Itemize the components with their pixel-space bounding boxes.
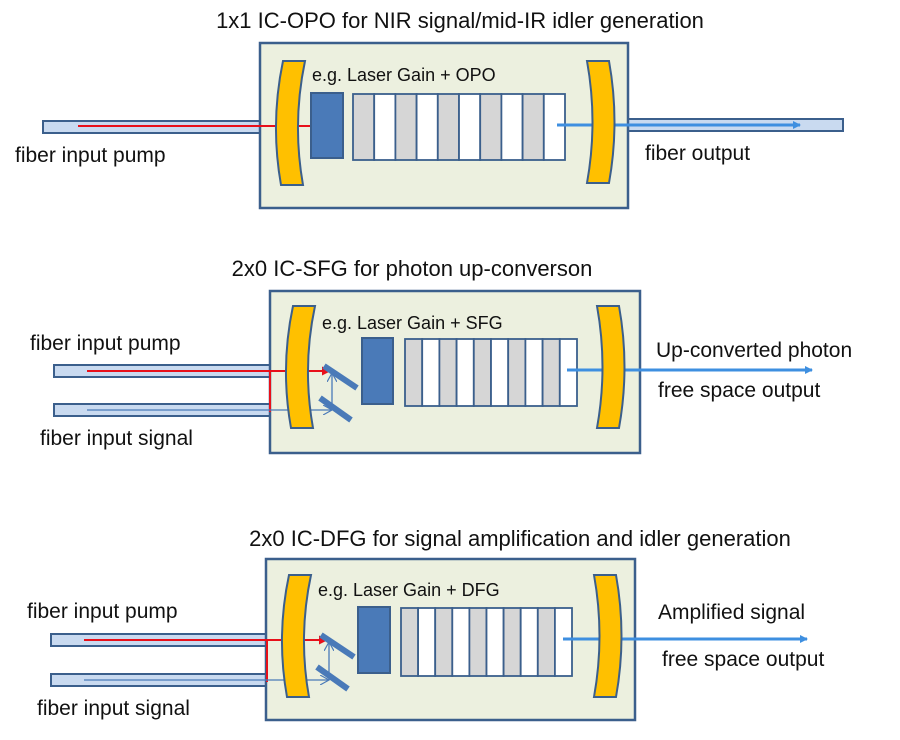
- crystal-domain: [404, 338, 424, 407]
- crystal-domain: [455, 338, 475, 407]
- panel-title: 2x0 IC-SFG for photon up-converson: [232, 256, 593, 281]
- crystal-domain: [472, 338, 492, 407]
- output-label-primary: Amplified signal: [658, 601, 805, 624]
- crystal-domain: [451, 607, 471, 677]
- input-mirror: [284, 305, 317, 429]
- crystal-domain: [400, 607, 420, 677]
- inner-label: e.g. Laser Gain + OPO: [312, 65, 496, 85]
- crystal-domain: [521, 93, 545, 161]
- output-mirror: [585, 60, 616, 184]
- crystal-domain: [485, 607, 505, 677]
- input-label-pump: fiber input pump: [27, 600, 178, 623]
- crystal-domain: [458, 93, 482, 161]
- panel-title: 1x1 IC-OPO for NIR signal/mid-IR idler g…: [216, 8, 704, 33]
- nonlinear-crystal: [400, 607, 573, 677]
- input-label-signal: fiber input signal: [37, 697, 190, 720]
- crystal-domain: [438, 338, 458, 407]
- panel-ic-opo: 1x1 IC-OPO for NIR signal/mid-IR idler g…: [15, 8, 844, 210]
- input-label: fiber input pump: [15, 144, 166, 167]
- crystal-domain: [519, 607, 539, 677]
- panel-ic-sfg: 2x0 IC-SFG for photon up-converson e.g. …: [30, 256, 852, 455]
- crystal-domain: [536, 607, 556, 677]
- crystal-domain: [479, 93, 503, 161]
- dichroic-mirror-lower: [315, 664, 350, 692]
- gain-medium: [361, 337, 394, 405]
- crystal-domain: [436, 93, 460, 161]
- input-mirror: [274, 60, 307, 186]
- inner-label: e.g. Laser Gain + DFG: [318, 580, 500, 600]
- dichroic-mirror-upper: [319, 632, 356, 660]
- input-label-signal: fiber input signal: [40, 427, 193, 450]
- output-label-secondary: free space output: [662, 648, 824, 671]
- gain-medium: [357, 606, 391, 674]
- crystal-domain: [490, 338, 510, 407]
- panel-ic-dfg: 2x0 IC-DFG for signal amplification and …: [27, 526, 824, 722]
- crystal-domain: [434, 607, 454, 677]
- nonlinear-crystal: [352, 93, 566, 161]
- output-mirror: [592, 574, 623, 698]
- input-mirror: [281, 574, 313, 698]
- crystal-domain: [373, 93, 397, 161]
- inner-label: e.g. Laser Gain + SFG: [322, 313, 503, 333]
- crystal-domain: [421, 338, 441, 407]
- crystal-domain: [415, 93, 439, 161]
- crystal-domain: [541, 338, 561, 407]
- input-label-pump: fiber input pump: [30, 332, 181, 355]
- crystal-domain: [468, 607, 488, 677]
- output-label-secondary: free space output: [658, 379, 820, 402]
- dichroic-mirror-upper: [322, 363, 359, 391]
- gain-medium: [310, 92, 344, 159]
- crystal-domain: [502, 607, 522, 677]
- crystal-domain: [558, 338, 578, 407]
- crystal-domain: [352, 93, 376, 161]
- panel-title: 2x0 IC-DFG for signal amplification and …: [249, 526, 791, 551]
- crystal-domain: [394, 93, 418, 161]
- output-label-primary: Up-converted photon: [656, 339, 852, 362]
- crystal-domain: [417, 607, 437, 677]
- nonlinear-crystal: [404, 338, 578, 407]
- crystal-domain: [542, 93, 566, 161]
- dichroic-mirror-lower: [318, 395, 353, 423]
- crystal-domain: [554, 607, 573, 677]
- crystal-domain: [500, 93, 524, 161]
- crystal-domain: [507, 338, 527, 407]
- output-label: fiber output: [645, 142, 750, 165]
- output-mirror: [595, 305, 626, 429]
- crystal-domain: [524, 338, 544, 407]
